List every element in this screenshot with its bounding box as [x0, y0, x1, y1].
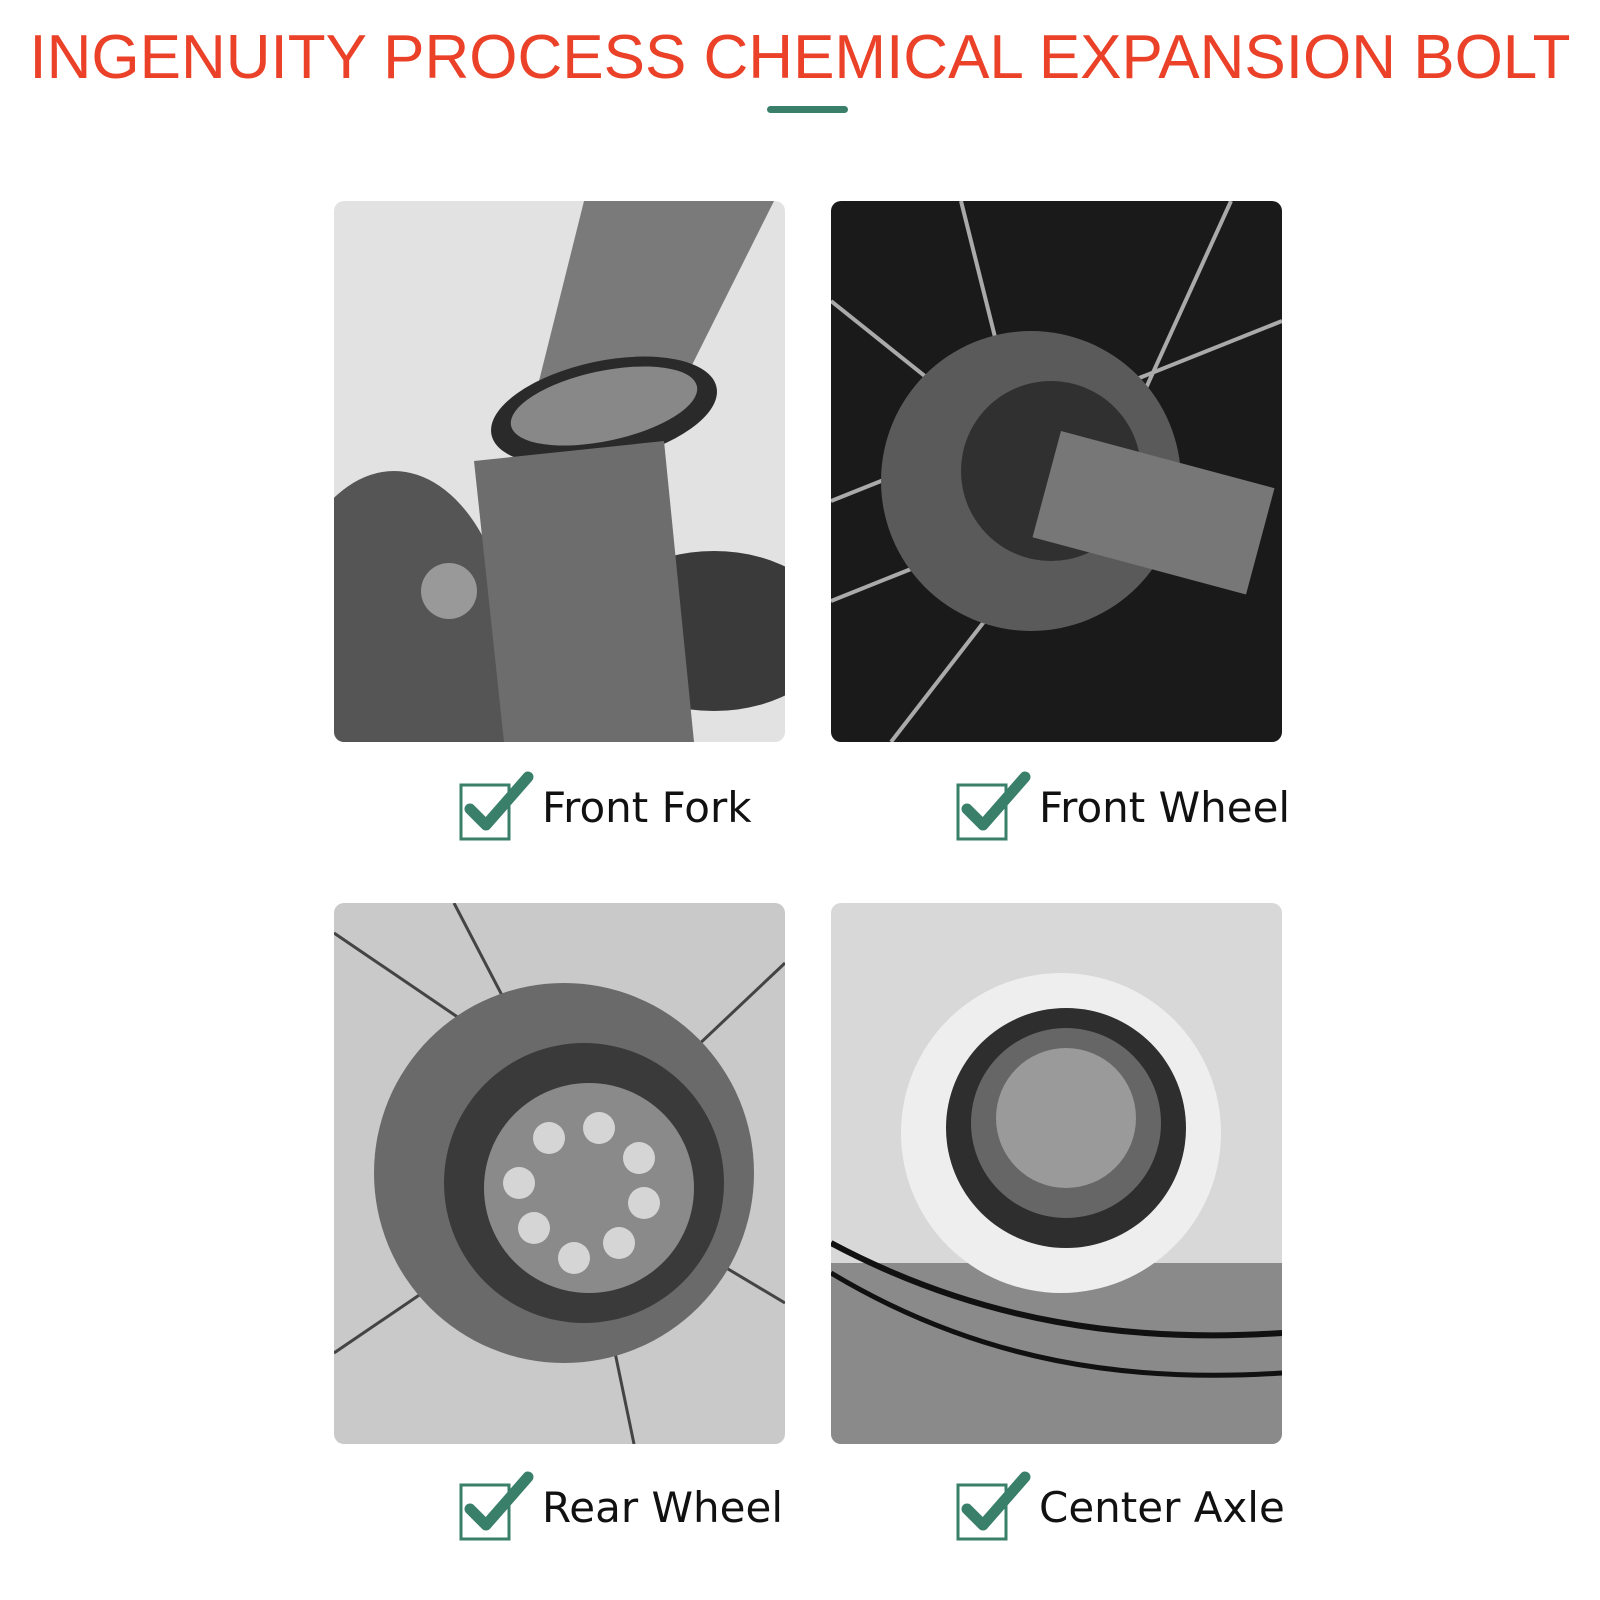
checkbox-checked-icon — [956, 771, 1031, 841]
page-title: INGENUITY PROCESS CHEMICAL EXPANSION BOL… — [29, 23, 1571, 92]
center-axle-photo — [831, 903, 1282, 1444]
panel-label-center-axle: Center Axle — [955, 1471, 1285, 1542]
label-text: Front Wheel — [1039, 782, 1291, 832]
panel-label-front-fork: Front Fork — [458, 771, 752, 842]
label-text: Center Axle — [1039, 1482, 1285, 1532]
front-wheel-photo — [831, 201, 1282, 742]
checkbox-checked-icon — [459, 771, 534, 841]
title-underline — [767, 106, 848, 113]
panel-label-rear-wheel: Rear Wheel — [458, 1471, 783, 1542]
panel-label-front-wheel: Front Wheel — [955, 771, 1291, 842]
checkbox-checked-icon — [956, 1471, 1031, 1541]
front-fork-photo — [334, 201, 785, 742]
label-text: Rear Wheel — [542, 1482, 783, 1532]
label-text: Front Fork — [542, 782, 752, 832]
rear-wheel-photo — [334, 903, 785, 1444]
checkbox-checked-icon — [459, 1471, 534, 1541]
